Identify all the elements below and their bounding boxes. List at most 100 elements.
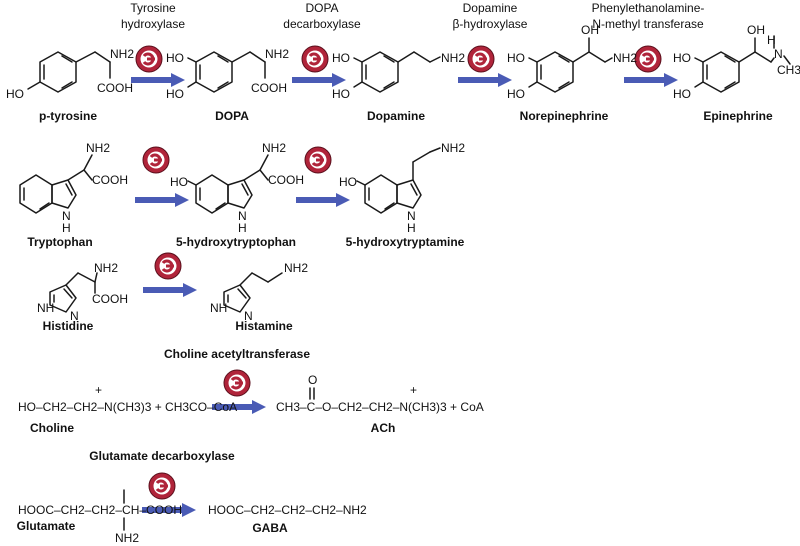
compound-label-dopamine: Dopamine	[367, 109, 425, 123]
atom-label: NH2	[441, 51, 465, 65]
compound-label-gaba: GABA	[252, 521, 288, 535]
atom-label: H	[238, 221, 247, 235]
atom-label: NH2	[262, 141, 286, 155]
charge-plus: +	[95, 383, 102, 397]
enzyme-label-tyrosine-hydroxylase-2: hydroxylase	[121, 17, 185, 31]
atom-label: H	[62, 221, 71, 235]
epinephrine-structure: OH H N CH3 HO HO	[673, 23, 800, 101]
atom-label: HO	[673, 87, 691, 101]
ach-reactants: HO–CH2–CH2–N(CH3)3 + CH3CO–CoA	[18, 400, 237, 414]
atom-label: HO	[170, 175, 188, 189]
atom-label: HO	[507, 51, 525, 65]
histamine-structure: NH2 NH N	[210, 261, 308, 323]
enzyme-label-dopamine-hydroxylase-2: β-hydroxylase	[453, 17, 528, 31]
enzyme-label-dopa-decarboxylase-2: decarboxylase	[283, 17, 361, 31]
atom-label: N	[70, 309, 79, 323]
atom-label: HO	[166, 87, 184, 101]
atom-label: NH	[210, 301, 227, 315]
compound-label-norepinephrine: Norepinephrine	[520, 109, 609, 123]
atom-label: NH2	[94, 261, 118, 275]
compound-label-choline: Choline	[30, 421, 74, 435]
atom-label: HO	[166, 51, 184, 65]
tryptophan-structure: NH2 COOH N H	[19, 141, 128, 235]
atom-label: N	[238, 209, 247, 223]
atom-label: NH2	[441, 141, 465, 155]
compound-label-ach: ACh	[371, 421, 396, 435]
atom-label: HO	[339, 175, 357, 189]
compound-label-p-tyrosine: p-tyrosine	[39, 109, 97, 123]
atom-label: COOH	[268, 173, 304, 187]
enzyme-icon	[134, 44, 164, 74]
atom-label: H	[767, 33, 776, 47]
atom-label: NH2	[613, 51, 637, 65]
dopamine-structure: NH2 HO HO	[332, 51, 465, 101]
charge-plus: +	[410, 383, 417, 397]
compound-label-5-hydroxytryptamine: 5-hydroxytryptamine	[346, 235, 465, 249]
p-tyrosine-structure: NH2 COOH HO	[6, 47, 134, 101]
enzyme-label-tyrosine-hydroxylase-1: Tyrosine	[130, 1, 176, 15]
compound-label-histamine: Histamine	[235, 319, 293, 333]
atom-label: N	[407, 209, 416, 223]
atom-label: N	[774, 47, 783, 61]
enzyme-icon	[466, 44, 496, 74]
atom-label: NH	[37, 301, 54, 315]
atom-label: N	[244, 309, 253, 323]
5-hydroxytryptamine-structure: NH2 HO N H	[339, 141, 465, 235]
enzyme-icon	[633, 44, 663, 74]
enzyme-icon	[153, 251, 183, 281]
atom-label: OH	[747, 23, 765, 37]
enzyme-icon	[300, 44, 330, 74]
atom-label: O	[308, 373, 317, 387]
reaction-arrow	[131, 73, 185, 87]
atom-label: OH	[581, 23, 599, 37]
atom-label: HO	[673, 51, 691, 65]
atom-label: NH2	[110, 47, 134, 61]
enzyme-label-pnmt-1: Phenylethanolamine-	[592, 1, 705, 15]
norepinephrine-structure: OH NH2 HO HO	[507, 23, 637, 101]
dopa-structure: NH2 COOH HO HO	[166, 47, 289, 101]
enzyme-icon	[222, 368, 252, 398]
atom-label: HO	[332, 87, 350, 101]
enzyme-label-glutamate-decarboxylase: Glutamate decarboxylase	[89, 449, 235, 463]
compound-label-5-hydroxytryptophan: 5-hydroxytryptophan	[176, 235, 296, 249]
atom-label: COOH	[92, 292, 128, 306]
enzyme-icon	[303, 145, 333, 175]
atom-label: NH2	[115, 531, 139, 545]
reaction-arrow	[624, 73, 678, 87]
gaba-formula: HOOC–CH2–CH2–CH2–NH2	[208, 503, 367, 517]
atom-label: NH2	[265, 47, 289, 61]
compound-label-glutamate: Glutamate	[17, 519, 76, 533]
compound-label-histidine: Histidine	[43, 319, 94, 333]
reaction-arrow	[135, 193, 189, 207]
enzyme-label-pnmt-2: N-methyl transferase	[592, 17, 704, 31]
atom-label: N	[62, 209, 71, 223]
compound-label-tryptophan: Tryptophan	[27, 235, 92, 249]
atom-label: NH2	[284, 261, 308, 275]
atom-label: HO	[6, 87, 24, 101]
reaction-arrow	[296, 193, 350, 207]
enzyme-label-dopa-decarboxylase-1: DOPA	[305, 1, 338, 15]
ach-products: CH3–C–O–CH2–CH2–N(CH3)3 + CoA	[276, 400, 484, 414]
atom-label: COOH	[97, 81, 133, 95]
atom-label: COOH	[251, 81, 287, 95]
reaction-arrow	[292, 73, 346, 87]
enzyme-label-choline-acetyltransferase: Choline acetyltransferase	[164, 347, 310, 361]
glutamate-formula: HOOC–CH2–CH2–CH–COOH	[18, 503, 182, 517]
reaction-arrow	[143, 283, 197, 297]
atom-label: NH2	[86, 141, 110, 155]
atom-label: H	[407, 221, 416, 235]
atom-label: CH3	[777, 63, 800, 77]
5-hydroxytryptophan-structure: NH2 COOH HO N H	[170, 141, 304, 235]
atom-label: HO	[332, 51, 350, 65]
enzyme-label-dopamine-hydroxylase-1: Dopamine	[463, 1, 518, 15]
enzyme-icon	[147, 471, 177, 501]
atom-label: COOH	[92, 173, 128, 187]
compound-label-dopa: DOPA	[215, 109, 249, 123]
reaction-arrow	[458, 73, 512, 87]
atom-label: HO	[507, 87, 525, 101]
enzyme-icon	[141, 145, 171, 175]
compound-label-epinephrine: Epinephrine	[703, 109, 773, 123]
histidine-structure: NH2 COOH NH N	[37, 261, 128, 323]
